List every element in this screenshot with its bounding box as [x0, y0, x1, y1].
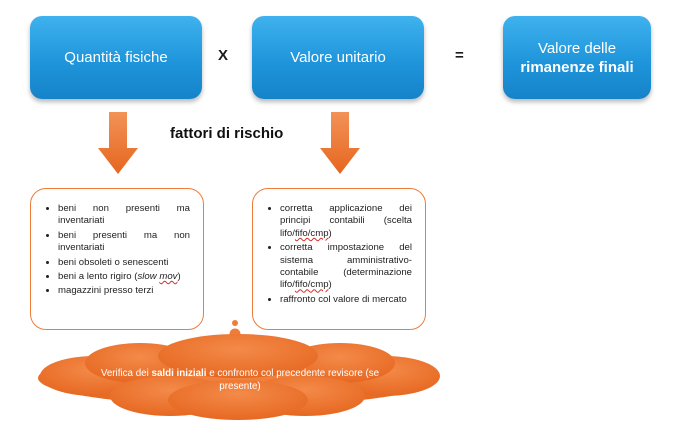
right-risk-list: corretta applicazione dei principi conta… — [265, 203, 412, 306]
left-risk-item: beni a lento rigiro (slow mov) — [58, 271, 190, 283]
risk-heading: fattori di rischio — [170, 125, 284, 142]
right-risk-item-squiggle: fifo/cmp — [294, 279, 329, 291]
left-risk-list: beni non presenti ma inventariati beni p… — [43, 203, 190, 298]
cloud-text: Verifica dei saldi iniziali e confronto … — [80, 367, 400, 393]
cloud-text-bold: saldi iniziali — [151, 368, 207, 379]
result-line-2: rimanenze finali — [520, 58, 634, 76]
cloud-shape — [38, 334, 440, 420]
right-risk-item-after: ) — [328, 279, 332, 291]
left-risk-box: beni non presenti ma inventariati beni p… — [30, 188, 204, 330]
right-risk-item: corretta applicazione dei principi conta… — [280, 203, 412, 240]
right-risk-item-text: corretta impostazione del sistema ammini… — [280, 242, 412, 291]
right-risk-item-squiggle: fifo/cmp — [294, 227, 329, 239]
right-risk-item-after: ) — [328, 227, 332, 239]
right-risk-item-text: raffronto col valore di mercato — [280, 293, 407, 305]
box-valore-unitario: Valore unitario — [252, 16, 424, 99]
thought-bubble-small — [232, 320, 238, 326]
left-risk-item: beni non presenti ma inventariati — [58, 203, 190, 228]
box-quantita-fisiche: Quantità fisiche — [30, 16, 202, 99]
left-risk-item-after: ) — [177, 271, 181, 283]
box-valore-unitario-label: Valore unitario — [290, 49, 386, 66]
box-valore-rimanenze-label: Valore delle rimanenze finali — [520, 39, 633, 77]
left-risk-item: beni presenti ma non inventariati — [58, 230, 190, 255]
box-valore-rimanenze: Valore delle rimanenze finali — [503, 16, 651, 99]
cloud-text-before: Verifica dei — [100, 368, 152, 379]
right-risk-box: corretta applicazione dei principi conta… — [252, 188, 426, 330]
right-risk-item: corretta impostazione del sistema ammini… — [280, 242, 412, 292]
left-risk-item-italic: slow — [137, 271, 157, 283]
left-risk-item-squiggle: mov — [159, 271, 178, 283]
down-arrow-left-icon — [98, 112, 138, 174]
left-risk-item: beni obsoleti o senescenti — [58, 257, 190, 269]
down-arrow-right-icon — [320, 112, 360, 174]
left-risk-item-text: beni a lento rigiro ( — [58, 271, 138, 283]
left-risk-item: magazzini presso terzi — [58, 285, 190, 297]
right-risk-item: raffronto col valore di mercato — [280, 294, 412, 306]
cloud-text-after: e confronto col precedente revisore (se … — [206, 368, 380, 392]
equals-operator: = — [455, 47, 464, 64]
result-line-1: Valore delle — [537, 39, 617, 57]
right-risk-item-text: corretta applicazione dei principi conta… — [280, 203, 412, 239]
multiply-operator: X — [218, 47, 229, 64]
box-quantita-fisiche-label: Quantità fisiche — [64, 49, 168, 66]
